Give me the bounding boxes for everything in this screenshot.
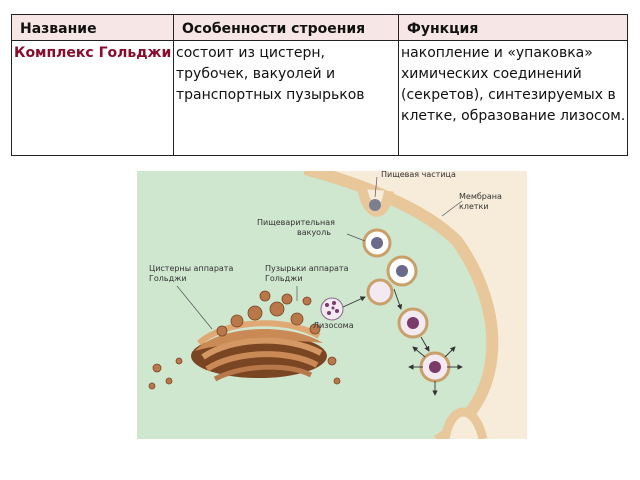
arrows [342,288,463,396]
vacuoles [362,199,451,383]
lysosome-dots [325,301,339,315]
label-cisterns-1: Цистерны аппарата [149,264,233,273]
cell-structure: состоит из цистерн, трубочек, вакуолей и… [173,40,399,156]
label-food-particle: Пищевая частица [381,171,456,179]
illustration-svg: Пищевая частица Мембрана клетки Пищевари… [148,171,527,439]
structure-text: состоит из цистерн, трубочек, вакуолей и… [176,45,365,103]
label-membrane-1: Мембрана [459,192,502,201]
cell-membrane [303,171,499,439]
label-vacuole-2: вакуоль [297,228,331,237]
header-function: Функция [398,14,628,41]
cell-name: Комплекс Гольджи [11,40,174,156]
label-vacuole-1: Пищеварительная [257,218,335,227]
label-vesicles-2: Гольджи [265,274,303,283]
leader-lines [176,176,463,330]
header-row: Название Особенности строения Функция [11,14,628,41]
golgi-illustration: Пищевая частица Мембрана клетки Пищевари… [137,171,527,439]
cell-function: накопление и «упаковка» химических соеди… [398,40,628,156]
golgi-stack [191,320,327,382]
label-vesicles-1: Пузырьки аппарата [265,264,349,273]
organelle-name: Комплекс Гольджи [14,45,172,61]
outside-area [307,171,527,439]
label-cisterns-2: Гольджи [149,274,187,283]
header-name: Название [11,14,174,41]
golgi-vesicles [148,290,341,390]
info-table: Название Особенности строения Функция Ко… [11,14,628,156]
table-row: Комплекс Гольджи состоит из цистерн, тру… [11,40,628,156]
membrane-exocytosis [440,407,488,439]
label-lysosome: Лизосома [313,321,354,330]
function-text: накопление и «упаковка» химических соеди… [401,45,626,124]
header-structure: Особенности строения [173,14,399,41]
label-membrane-2: клетки [459,202,489,211]
